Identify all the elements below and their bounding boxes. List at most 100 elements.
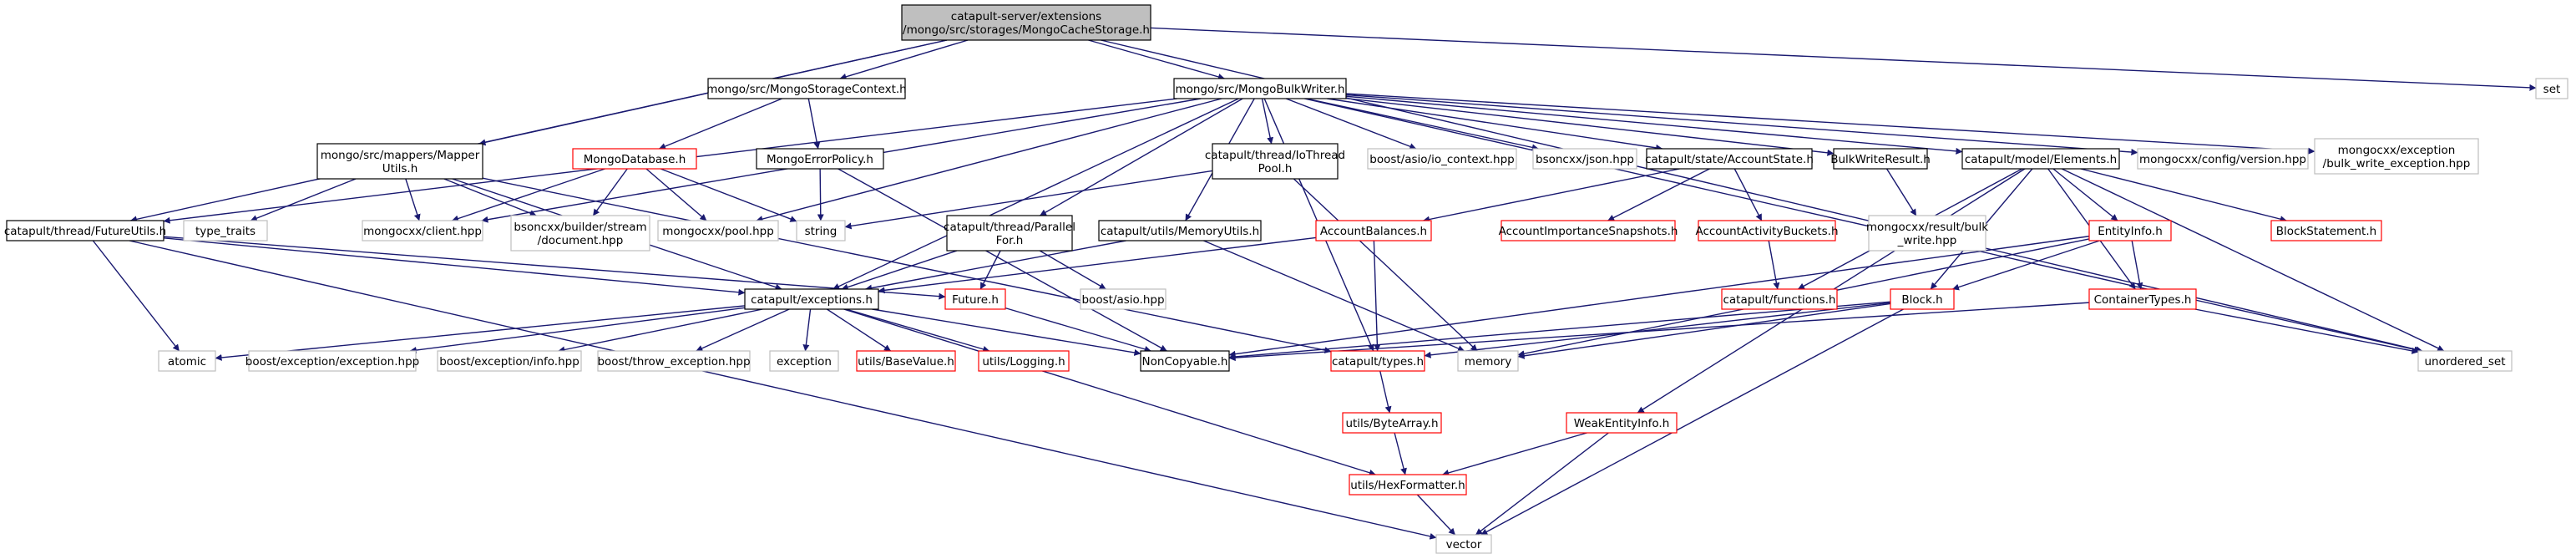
node-label: bsoncxx/builder/stream bbox=[514, 221, 646, 234]
node-box bbox=[158, 350, 216, 372]
edge-aab-to-fn bbox=[1768, 240, 1780, 290]
node-ab[interactable]: AccountBalances.h bbox=[1315, 220, 1432, 241]
edge-fu-to-exc bbox=[163, 237, 746, 296]
edge-exc-to-bei bbox=[558, 308, 763, 353]
node-mbw[interactable]: mongo/src/MongoBulkWriter.h bbox=[1173, 78, 1347, 99]
node-label: catapult/exceptions.h bbox=[751, 293, 873, 307]
edge-blk-to-memory bbox=[1517, 302, 1891, 359]
node-label: mongocxx/config/version.hpp bbox=[2139, 153, 2306, 166]
edge-mu-to-tt bbox=[250, 178, 357, 221]
node-box bbox=[769, 350, 839, 372]
node-as[interactable]: catapult/state/AccountState.h bbox=[1645, 148, 1814, 170]
edge-wei-to-vec bbox=[1475, 432, 1609, 536]
node-label: catapult/thread/IoThread bbox=[1205, 149, 1345, 162]
node-label: catapult-server/extensions bbox=[951, 10, 1101, 23]
edge-mem-to-exc bbox=[865, 240, 1126, 292]
node-label: utils/Logging.h bbox=[982, 355, 1065, 368]
node-ba[interactable]: utils/ByteArray.h bbox=[1342, 412, 1442, 434]
node-box bbox=[2137, 148, 2309, 170]
node-label: catapult/thread/Parallel bbox=[944, 221, 1075, 234]
node-label: AccountBalances.h bbox=[1320, 225, 1427, 238]
node-label: boost/exception/exception.hpp bbox=[245, 355, 419, 368]
node-label: catapult/thread/FutureUtils.h bbox=[4, 225, 166, 238]
edge-ei-to-nc bbox=[1228, 236, 2090, 358]
node-box bbox=[1868, 215, 1986, 252]
node-fn[interactable]: catapult/functions.h bbox=[1721, 288, 1838, 310]
node-label: exception bbox=[777, 355, 832, 368]
edge-blk-to-vec bbox=[1480, 308, 1904, 536]
node-box bbox=[1098, 220, 1262, 241]
node-label: Block.h bbox=[1901, 293, 1942, 307]
node-fu[interactable]: catapult/thread/FutureUtils.h bbox=[4, 220, 166, 241]
node-msc[interactable]: mongo/src/MongoStorageContext.h bbox=[706, 78, 907, 99]
edge-as-to-ab bbox=[1423, 168, 1680, 223]
edge-blk-to-ty bbox=[1424, 302, 1891, 358]
node-box bbox=[2088, 220, 2172, 241]
edge-mem-to-memory bbox=[1203, 240, 1465, 352]
node-box bbox=[1435, 534, 1492, 554]
node-label: memory bbox=[1465, 355, 1511, 368]
node-mem[interactable]: catapult/utils/MemoryUtils.h bbox=[1098, 220, 1262, 241]
node-label: Future.h bbox=[952, 293, 999, 307]
node-hf[interactable]: utils/HexFormatter.h bbox=[1349, 474, 1467, 496]
node-label: atomic bbox=[168, 355, 206, 368]
edge-root-to-mbw bbox=[1088, 39, 1225, 80]
edge-mbw-to-iop bbox=[1261, 98, 1274, 145]
node-box bbox=[1833, 148, 1928, 170]
node-ct[interactable]: ContainerTypes.h bbox=[2088, 288, 2197, 310]
node-mdb[interactable]: MongoDatabase.h bbox=[572, 148, 697, 170]
node-box bbox=[316, 143, 483, 180]
edge-ab-to-exc bbox=[878, 236, 1317, 294]
node-ty[interactable]: catapult/types.h bbox=[1330, 350, 1425, 372]
node-box bbox=[1173, 78, 1347, 99]
edge-ct-to-nc bbox=[1228, 302, 2090, 362]
edge-mu-to-mcc bbox=[405, 178, 421, 221]
node-box bbox=[2088, 288, 2197, 310]
node-box bbox=[1367, 148, 1517, 170]
node-nc[interactable]: NonCopyable.h bbox=[1140, 350, 1230, 372]
node-exc[interactable]: catapult/exceptions.h bbox=[744, 288, 879, 310]
dependency-edges bbox=[92, 27, 2537, 540]
node-label: _write.hpp bbox=[1897, 234, 1957, 247]
node-label: catapult/types.h bbox=[1332, 355, 1424, 368]
node-box bbox=[2314, 138, 2479, 175]
node-root[interactable]: catapult-server/extensions/mongo/src/sto… bbox=[901, 4, 1151, 41]
node-box bbox=[1457, 350, 1519, 372]
node-fut[interactable]: Future.h bbox=[944, 288, 1006, 310]
node-wei[interactable]: WeakEntityInfo.h bbox=[1566, 412, 1678, 434]
node-blk[interactable]: Block.h bbox=[1890, 288, 1955, 310]
edge-exc-to-bte bbox=[696, 308, 790, 352]
node-box bbox=[1212, 143, 1339, 180]
node-ei[interactable]: EntityInfo.h bbox=[2088, 220, 2172, 241]
node-el[interactable]: catapult/model/Elements.h bbox=[1961, 148, 2120, 170]
node-label: catapult/functions.h bbox=[1723, 293, 1835, 307]
node-bv[interactable]: utils/BaseValue.h bbox=[856, 350, 956, 372]
node-box bbox=[2270, 220, 2382, 241]
node-label: EntityInfo.h bbox=[2098, 225, 2163, 238]
node-label: boost/asio.hpp bbox=[1081, 293, 1164, 307]
edge-root-to-set bbox=[1150, 27, 2537, 91]
node-box bbox=[2417, 350, 2513, 372]
node-box bbox=[944, 288, 1006, 310]
node-aab[interactable]: AccountActivityBuckets.h bbox=[1695, 220, 1839, 241]
node-ais[interactable]: AccountImportanceSnapshots.h bbox=[1499, 220, 1678, 241]
node-box bbox=[510, 215, 650, 252]
node-bs[interactable]: BlockStatement.h bbox=[2270, 220, 2382, 241]
node-us: unordered_set bbox=[2417, 350, 2513, 372]
node-mep[interactable]: MongoErrorPolicy.h bbox=[756, 148, 884, 170]
edge-mbw-to-mcv bbox=[1345, 94, 2138, 156]
node-label: Pool.h bbox=[1258, 162, 1293, 175]
node-label: Utils.h bbox=[382, 162, 418, 175]
node-log[interactable]: utils/Logging.h bbox=[978, 350, 1070, 372]
node-label: /document.hpp bbox=[538, 234, 624, 247]
node-box bbox=[572, 148, 697, 170]
node-bwr[interactable]: BulkWriteResult.h bbox=[1830, 148, 1931, 170]
node-label: For.h bbox=[996, 234, 1024, 247]
node-exn: exception bbox=[769, 350, 839, 372]
node-atom: atomic bbox=[158, 350, 216, 372]
edge-mep-to-nc bbox=[838, 168, 1167, 352]
node-box bbox=[1566, 412, 1678, 434]
